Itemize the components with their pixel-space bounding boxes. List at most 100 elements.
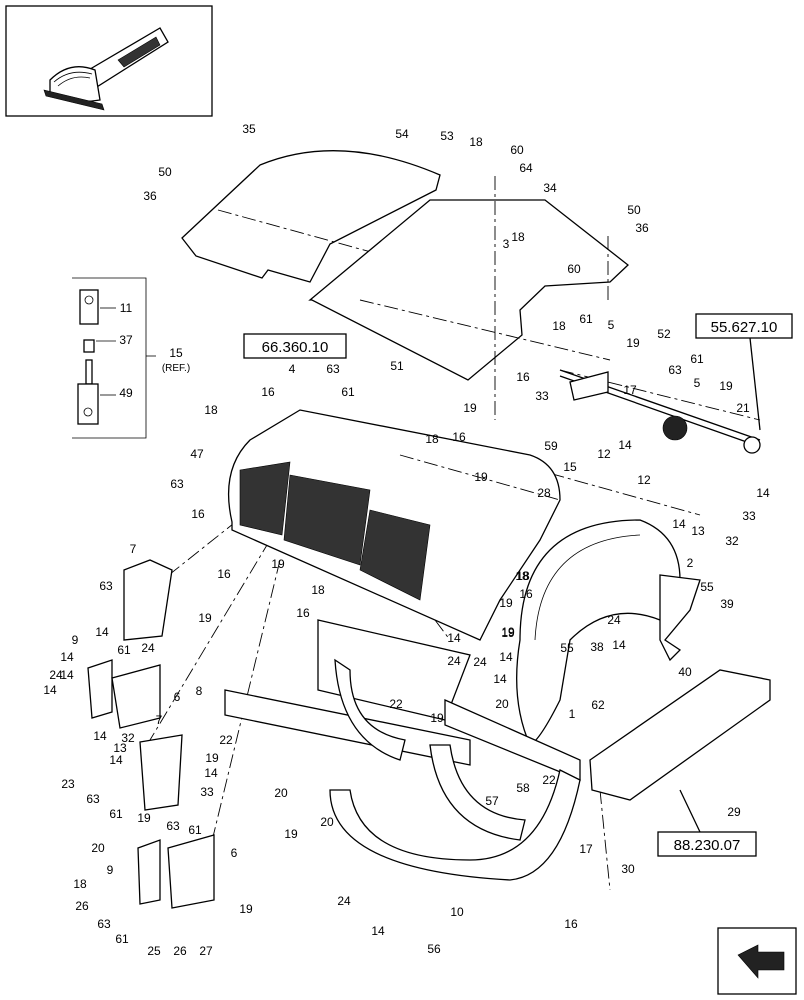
callout-53[interactable]: 53: [440, 129, 454, 143]
callout-36[interactable]: 36: [635, 221, 649, 235]
callout-16[interactable]: 16: [217, 567, 231, 581]
callout-18[interactable]: 18: [516, 569, 530, 583]
callout-7[interactable]: 7: [130, 542, 137, 556]
reference-88-230-07[interactable]: 88.230.07: [674, 837, 741, 854]
callout-18[interactable]: 18: [73, 877, 87, 891]
callout-55[interactable]: 55: [700, 580, 714, 594]
callout-60[interactable]: 60: [510, 143, 524, 157]
callout-57[interactable]: 57: [485, 794, 499, 808]
callout-22[interactable]: 22: [219, 733, 233, 747]
callout-52[interactable]: 52: [657, 327, 671, 341]
callout-37[interactable]: 37: [119, 333, 133, 347]
callout-61[interactable]: 61: [690, 352, 704, 366]
callout-19[interactable]: 19: [137, 811, 151, 825]
callout-15[interactable]: 15: [169, 346, 183, 360]
callout-24[interactable]: 24: [49, 668, 63, 682]
callout-58[interactable]: 58: [516, 781, 530, 795]
callout-47[interactable]: 47: [190, 447, 204, 461]
callout-54[interactable]: 54: [395, 127, 409, 141]
callout-7[interactable]: 7: [156, 713, 163, 727]
callout-21[interactable]: 21: [736, 401, 750, 415]
callout-32[interactable]: 32: [725, 534, 739, 548]
callout-14[interactable]: 14: [493, 672, 507, 686]
callout-33[interactable]: 33: [200, 785, 214, 799]
reference-55-627-10[interactable]: 55.627.10: [711, 319, 778, 336]
callout-15[interactable]: 15: [563, 460, 577, 474]
callout-61[interactable]: 61: [579, 312, 593, 326]
callout-61[interactable]: 61: [117, 643, 131, 657]
callout-29[interactable]: 29: [727, 805, 741, 819]
callout-14[interactable]: 14: [672, 517, 686, 531]
callout-27[interactable]: 27: [199, 944, 213, 958]
callout-16[interactable]: 16: [519, 587, 533, 601]
callout-25[interactable]: 25: [147, 944, 161, 958]
callout-17[interactable]: 17: [623, 383, 637, 397]
callout-24[interactable]: 24: [447, 654, 461, 668]
callout-6[interactable]: 6: [174, 690, 181, 704]
callout-5[interactable]: 5: [694, 376, 701, 390]
callout-16[interactable]: 16: [296, 606, 310, 620]
callout-32[interactable]: 32: [121, 731, 135, 745]
callout-18[interactable]: 18: [204, 403, 218, 417]
callout-22[interactable]: 22: [542, 773, 556, 787]
callout-14[interactable]: 14: [204, 766, 218, 780]
callout-55[interactable]: 55: [560, 641, 574, 655]
next-page-arrow-icon[interactable]: [717, 927, 797, 995]
callout-61[interactable]: 61: [115, 932, 129, 946]
callout-19[interactable]: 19: [284, 827, 298, 841]
callout-14[interactable]: 14: [612, 638, 626, 652]
callout-26[interactable]: 26: [75, 899, 89, 913]
callout-10[interactable]: 10: [450, 905, 464, 919]
callout-51[interactable]: 51: [390, 359, 404, 373]
callout-18[interactable]: 18: [469, 135, 483, 149]
callout-3[interactable]: 3: [503, 237, 510, 251]
callout-63[interactable]: 63: [86, 792, 100, 806]
callout-63[interactable]: 63: [97, 917, 111, 931]
callout-11[interactable]: 11: [120, 301, 133, 315]
callout-30[interactable]: 30: [621, 862, 635, 876]
callout-24[interactable]: 24: [473, 655, 487, 669]
callout-19[interactable]: 19: [501, 626, 515, 640]
callout-18[interactable]: 18: [425, 432, 439, 446]
callout-36[interactable]: 36: [143, 189, 157, 203]
callout-38[interactable]: 38: [590, 640, 604, 654]
callout-56[interactable]: 56: [427, 942, 441, 956]
callout-20[interactable]: 20: [91, 841, 105, 855]
callout-2[interactable]: 2: [687, 556, 694, 570]
callout-16[interactable]: 16: [261, 385, 275, 399]
callout-13[interactable]: 13: [691, 524, 705, 538]
callout-24[interactable]: 24: [337, 894, 351, 908]
callout-20[interactable]: 20: [320, 815, 334, 829]
callout-5[interactable]: 5: [608, 318, 615, 332]
callout-61[interactable]: 61: [109, 807, 123, 821]
callout-50[interactable]: 50: [158, 165, 172, 179]
callout-16[interactable]: 16: [564, 917, 578, 931]
callout-22[interactable]: 22: [389, 697, 403, 711]
callout-19[interactable]: 19: [205, 751, 219, 765]
callout-14[interactable]: 14: [109, 753, 123, 767]
callout-19[interactable]: 19: [474, 470, 488, 484]
callout-26[interactable]: 26: [173, 944, 187, 958]
callout-35[interactable]: 35: [242, 122, 256, 136]
callout-16[interactable]: 16: [452, 430, 466, 444]
callout-9[interactable]: 9: [72, 633, 79, 647]
reference-66-360-10[interactable]: 66.360.10: [262, 339, 329, 356]
callout-62[interactable]: 62: [591, 698, 605, 712]
callout-8[interactable]: 8: [196, 684, 203, 698]
callout-14[interactable]: 14: [618, 438, 632, 452]
callout-17[interactable]: 17: [579, 842, 593, 856]
callout-63[interactable]: 63: [326, 362, 340, 376]
callout-28[interactable]: 28: [537, 486, 551, 500]
callout-19[interactable]: 19: [719, 379, 733, 393]
callout-50[interactable]: 50: [627, 203, 641, 217]
callout-63[interactable]: 63: [99, 579, 113, 593]
callout-14[interactable]: 14: [447, 631, 461, 645]
callout-9[interactable]: 9: [107, 863, 114, 877]
callout-19[interactable]: 19: [271, 557, 285, 571]
callout-49[interactable]: 49: [119, 386, 133, 400]
callout-6[interactable]: 6: [231, 846, 238, 860]
callout-14[interactable]: 14: [371, 924, 385, 938]
callout-18[interactable]: 18: [311, 583, 325, 597]
callout-39[interactable]: 39: [720, 597, 734, 611]
callout-14[interactable]: 14: [43, 683, 57, 697]
